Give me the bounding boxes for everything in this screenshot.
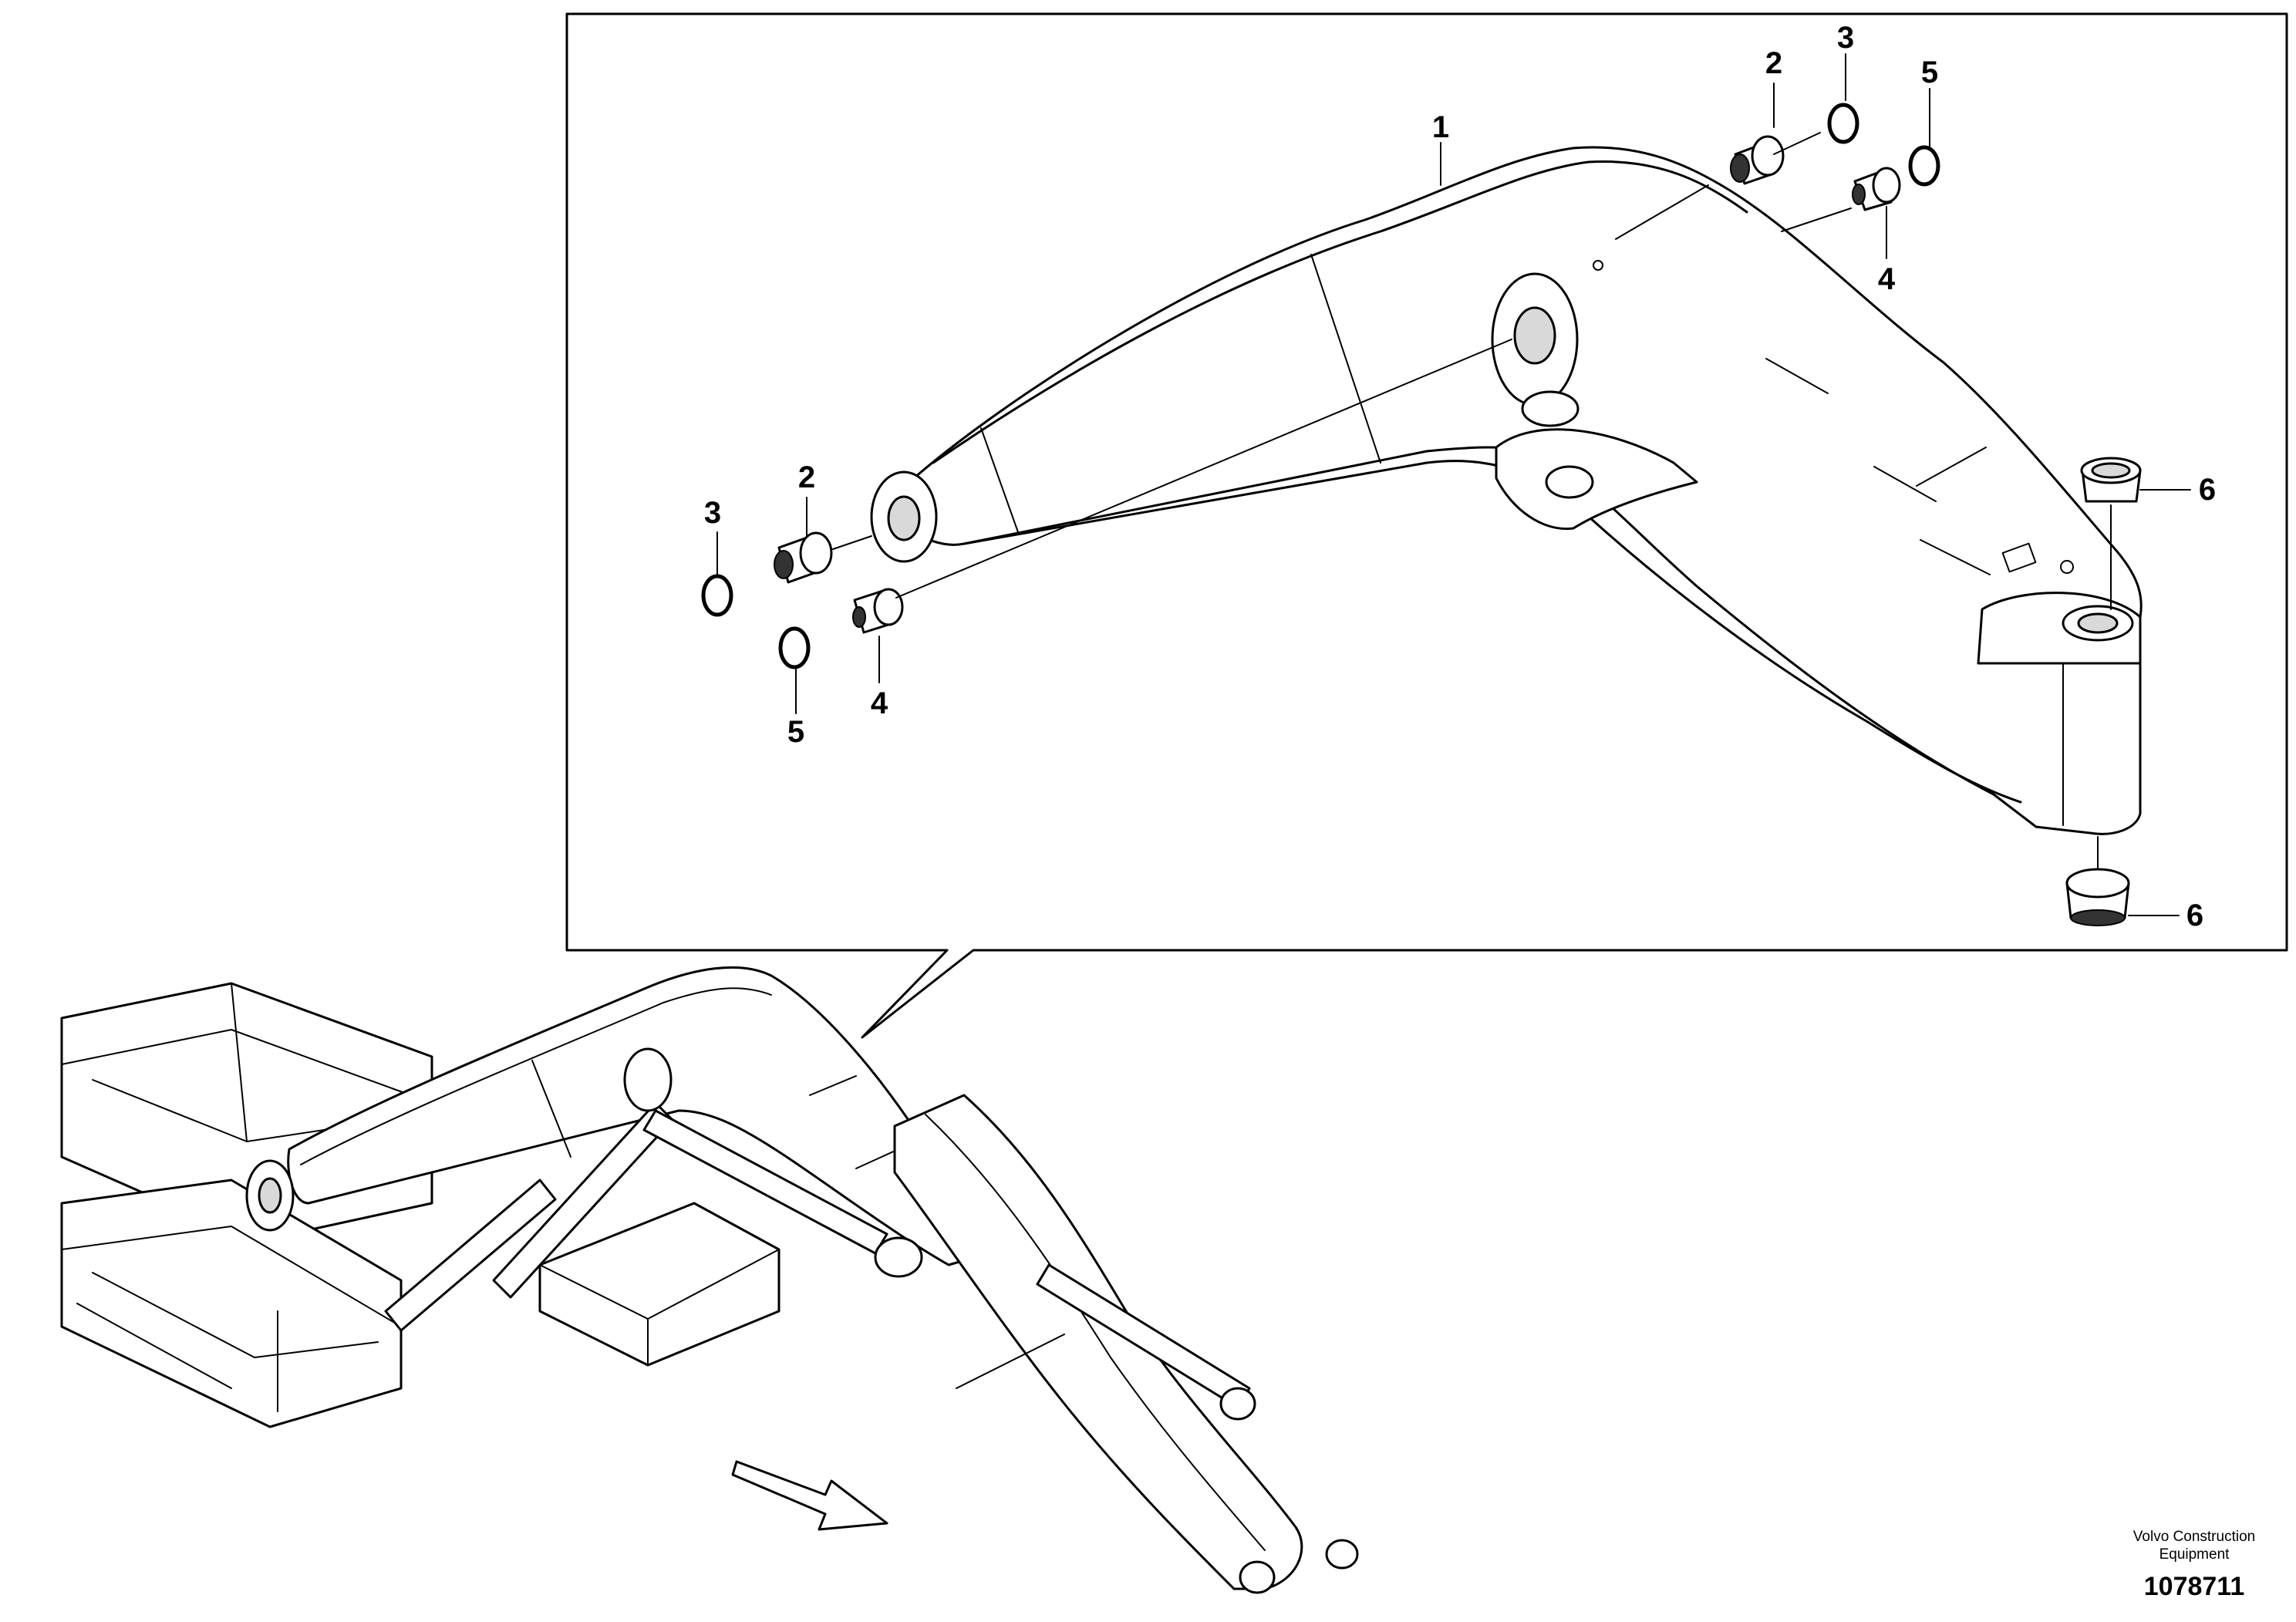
callout-3-left: 3 [704, 496, 721, 530]
bushing-left-part-2 [774, 531, 872, 584]
callout-1: 1 [1432, 110, 1449, 144]
callout-4-left: 4 [871, 686, 888, 720]
callout-3-top: 3 [1837, 21, 1854, 55]
ring-top-part-3 [1827, 103, 1859, 144]
direction-arrow [731, 1460, 888, 1531]
bushing-foot-upper-part-6 [2080, 457, 2142, 610]
callout-5-top: 5 [1921, 56, 1938, 89]
bushing-top-part-2 [1730, 132, 1821, 185]
callout-labels: 1 2 3 5 4 6 6 2 3 5 4 [704, 21, 2216, 932]
callout-5-left: 5 [787, 715, 804, 749]
pin-bushing-left-part-4 [852, 339, 1512, 634]
pin-bushing-top-part-4 [1781, 167, 1901, 232]
callout-6-lower: 6 [2186, 899, 2203, 932]
callout-6-upper: 6 [2199, 473, 2216, 507]
manufacturer-credit-line-1: Volvo Construction [2133, 1529, 2255, 1545]
leader-lines [716, 53, 2191, 916]
callout-2-left: 2 [798, 460, 815, 494]
machine-overview-drawing [60, 966, 1359, 1594]
ring-top-part-5 [1908, 145, 1940, 187]
ring-left-part-5 [778, 626, 811, 669]
footer: Volvo Construction Equipment 1078711 [2133, 1529, 2255, 1601]
drawing-number: 1078711 [2144, 1572, 2245, 1601]
manufacturer-credit-line-2: Equipment [2159, 1546, 2230, 1563]
bushing-foot-lower-part-6 [2065, 836, 2130, 926]
callout-4-top: 4 [1878, 262, 1896, 296]
callout-2-top: 2 [1765, 46, 1782, 80]
boom-detail-drawing [870, 146, 2143, 835]
ring-left-part-3 [701, 574, 733, 617]
detail-callout-frame [565, 12, 2288, 1039]
